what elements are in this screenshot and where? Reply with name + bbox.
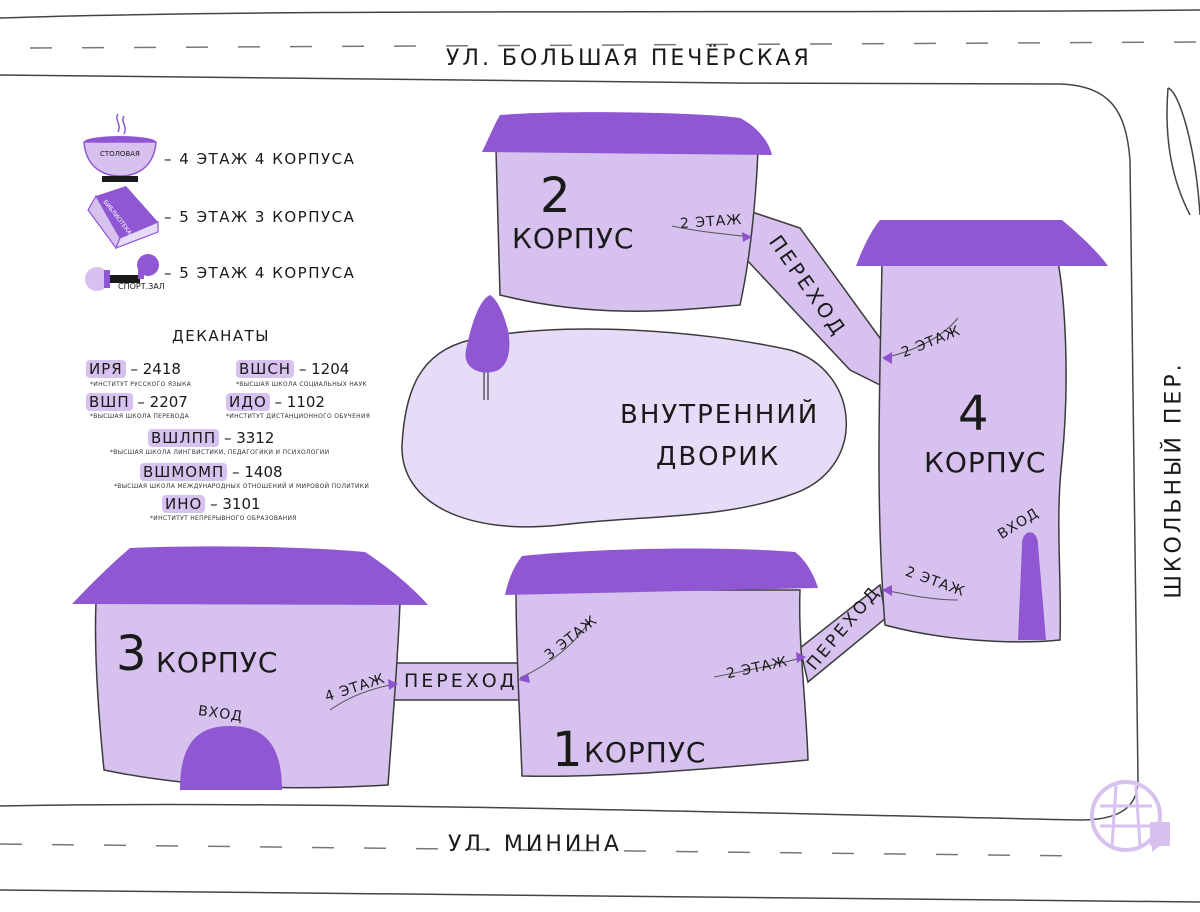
- building-1-wall: [515, 589, 809, 778]
- dean-item: ИРЯ – 2418: [86, 360, 181, 378]
- courtyard-line1: ВНУТРЕННИЙ: [620, 400, 820, 430]
- dean-note: *ВЫСШАЯ ШКОЛА МЕЖДУНАРОДНЫХ ОТНОШЕНИЙ И …: [114, 483, 370, 490]
- courtyard-line2: ДВОРИК: [656, 442, 781, 472]
- building-4-entrance: [1018, 532, 1046, 640]
- building-2-roof: [482, 112, 772, 155]
- dean-room: – 2207: [137, 393, 188, 411]
- dean-note: *ИНСТИТУТ ДИСТАНЦИОННОГО ОБУЧЕНИЯ: [226, 413, 371, 420]
- dean-item: ВШЛПП – 3312: [148, 429, 274, 447]
- building-1-word: КОРПУС: [584, 736, 707, 769]
- street-bottom-line: [0, 889, 1200, 903]
- street-top-dashes: [29, 41, 1200, 49]
- dean-code: ИДО: [226, 393, 270, 411]
- building-4-number: 4: [958, 386, 989, 442]
- building-1-number: 1: [552, 722, 583, 778]
- building-4-roof: [856, 220, 1108, 266]
- dean-item: ИДО – 1102: [226, 393, 325, 411]
- dean-room: – 3312: [223, 429, 275, 447]
- dean-note: *ИНСТИТУТ НЕПРЕРЫВНОГО ОБРАЗОВАНИЯ: [150, 515, 297, 522]
- dean-item: ИНО – 3101: [162, 495, 261, 513]
- street-bottom-dashes: [0, 843, 1081, 857]
- street-label-right: ШКОЛЬНЫЙ ПЕР.: [1161, 361, 1187, 599]
- dean-code: ВШП: [86, 393, 133, 411]
- deans-title: ДЕКАНАТЫ: [172, 327, 271, 345]
- gym-icon: [85, 254, 159, 291]
- dean-code: ИРЯ: [86, 360, 126, 378]
- building-3-number: 3: [116, 626, 147, 682]
- building-3-word: КОРПУС: [156, 646, 279, 679]
- dean-note: *ИНСТИТУТ РУССКОГО ЯЗЫКА: [90, 381, 192, 388]
- dean-code: ВШЛПП: [148, 429, 220, 447]
- building-2-number: 2: [540, 168, 571, 224]
- street-label-top: УЛ. БОЛЬШАЯ ПЕЧЁРСКАЯ: [446, 46, 812, 71]
- dean-code: ВШСН: [236, 360, 295, 378]
- legend-canteen: – 4 ЭТАЖ 4 КОРПУСА: [164, 150, 356, 168]
- building-3-roof: [72, 546, 428, 605]
- street-top-line: [0, 9, 1200, 19]
- street-right-line-2: [1166, 87, 1191, 216]
- legend-library: – 5 ЭТАЖ 3 КОРПУСА: [164, 208, 356, 226]
- dean-code: ВШМОМП: [140, 463, 228, 481]
- street-right-line: [1167, 87, 1200, 216]
- building-2-wall: [495, 149, 759, 312]
- dean-room: – 1102: [274, 393, 325, 411]
- building-2-word: КОРПУС: [512, 222, 635, 255]
- dean-room: – 2418: [130, 360, 181, 378]
- dean-room: – 3101: [210, 495, 261, 513]
- globe-logo-icon: [1090, 780, 1170, 852]
- dean-item: ВШМОМП – 1408: [140, 463, 283, 481]
- passage-3-1-label: ПЕРЕХОД: [404, 670, 518, 692]
- library-icon: [87, 186, 159, 250]
- arrow-b1-left: [519, 619, 591, 679]
- arrow-b1-right: [713, 656, 805, 678]
- dean-item: ВШП – 2207: [86, 393, 188, 411]
- building-4-word: КОРПУС: [924, 446, 1047, 479]
- building-4-wall: [878, 261, 1067, 643]
- dean-room: – 1204: [298, 360, 350, 378]
- legend-gym: – 5 ЭТАЖ 4 КОРПУСА: [164, 264, 356, 282]
- building-3-entrance: [180, 726, 282, 790]
- dean-code: ИНО: [162, 495, 206, 513]
- dean-note: *ВЫСШАЯ ШКОЛА СОЦИАЛЬНЫХ НАУК: [236, 381, 367, 388]
- street-label-bottom: УЛ. МИНИНА: [448, 832, 622, 857]
- canteen-icon: [83, 113, 157, 182]
- canteen-icon-text: СТОЛОВАЯ: [100, 150, 140, 158]
- dean-item: ВШСН – 1204: [236, 360, 349, 378]
- tree-crown: [465, 295, 510, 373]
- dean-room: – 1408: [232, 463, 283, 481]
- building-1-roof: [505, 548, 818, 595]
- gym-icon-text: СПОРТ.ЗАЛ: [118, 282, 165, 291]
- dean-note: *ВЫСШАЯ ШКОЛА ПЕРЕВОДА: [90, 413, 190, 420]
- courtyard-shape: [401, 328, 848, 528]
- dean-note: *ВЫСШАЯ ШКОЛА ЛИНГВИСТИКИ, ПЕДАГОГИКИ И …: [110, 449, 330, 456]
